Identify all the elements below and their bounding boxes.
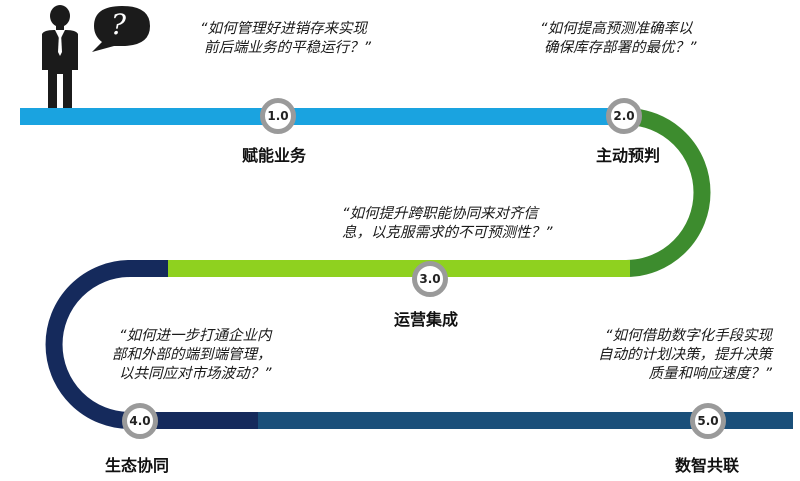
question-mark: ? <box>111 8 127 41</box>
stage-label-3: 运营集成 <box>394 310 459 329</box>
stage-label-4: 生态协同 <box>105 456 170 475</box>
question-5-line-3: 质量和响应速度？” <box>648 366 772 382</box>
question-3-line-1: “如何提升跨职能协同来对齐信 <box>342 206 539 222</box>
milestone-2: 2.0 <box>606 98 642 134</box>
question-1-line-1: “如何管理好进销存来实现 <box>200 21 368 37</box>
question-4-line-1: “如何进一步打通企业内 <box>118 328 272 344</box>
path-segment-2 <box>612 108 711 277</box>
question-5-line-2: 自动的计划决策，提升决策 <box>598 347 772 363</box>
question-4: “如何进一步打通企业内 部和外部的端到端管理， 以共同应对市场波动？” <box>112 327 272 384</box>
question-3-line-2: 息，以克服需求的不可预测性？” <box>342 225 553 241</box>
question-3: “如何提升跨职能协同来对齐信 息，以克服需求的不可预测性？” <box>342 205 553 243</box>
path-segment-3 <box>160 260 630 277</box>
question-4-line-2: 部和外部的端到端管理， <box>112 347 272 363</box>
question-2-line-1: “如何提高预测准确率以 <box>540 21 693 37</box>
milestone-1: 1.0 <box>260 98 296 134</box>
stage-label-2: 主动预判 <box>596 146 661 165</box>
question-1-line-2: 前后端业务的平稳运行？” <box>204 40 372 56</box>
stage-label-5: 数智共联 <box>675 456 740 475</box>
question-2: “如何提高预测准确率以 确保库存部署的最优？” <box>540 20 697 58</box>
businessman-icon <box>42 5 150 108</box>
path-segment-5 <box>258 412 793 429</box>
milestone-5: 5.0 <box>690 403 726 439</box>
path-segment-1 <box>20 108 620 125</box>
question-4-line-3: 以共同应对市场波动？” <box>118 366 272 382</box>
question-5-line-1: “如何借助数字化手段实现 <box>604 328 772 344</box>
question-5: “如何借助数字化手段实现 自动的计划决策，提升决策 质量和响应速度？” <box>598 327 772 384</box>
question-2-line-2: 确保库存部署的最优？” <box>544 40 697 56</box>
stage-label-1: 赋能业务 <box>242 146 307 165</box>
milestone-3: 3.0 <box>412 261 448 297</box>
path-segment-4 <box>45 260 260 429</box>
question-1: “如何管理好进销存来实现 前后端业务的平稳运行？” <box>200 20 371 58</box>
milestone-4: 4.0 <box>122 403 158 439</box>
